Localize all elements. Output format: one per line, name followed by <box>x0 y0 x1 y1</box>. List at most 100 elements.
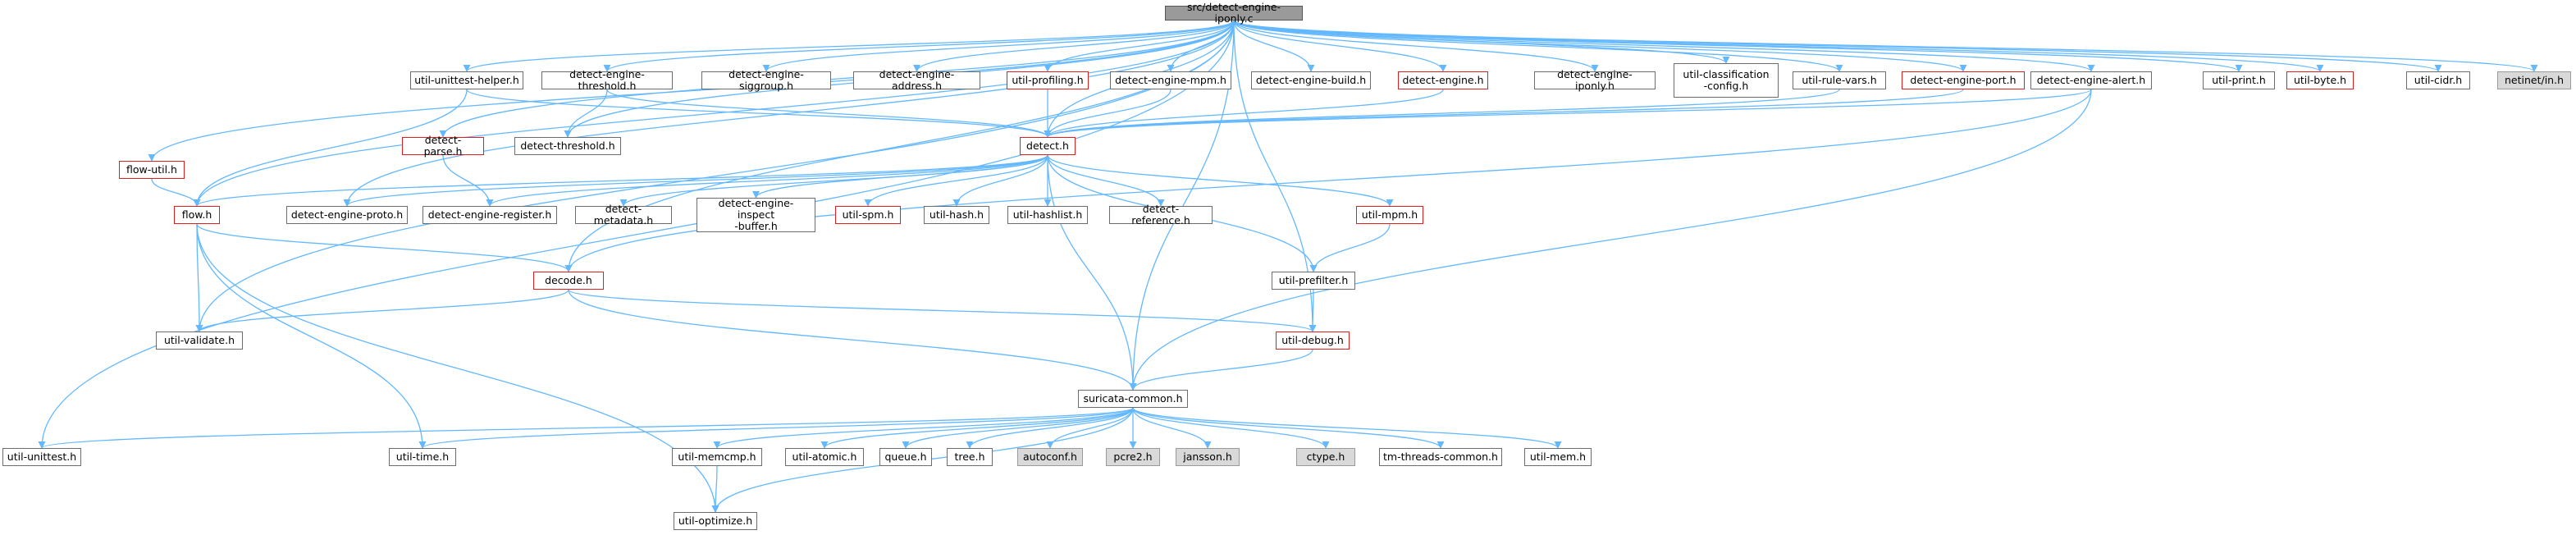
edge-detect-to-util-mpm <box>1047 154 1394 207</box>
node-queue[interactable]: queue.h <box>879 448 932 466</box>
edge-root-to-detect-engine-proto <box>343 20 1235 207</box>
node-detect[interactable]: detect.h <box>1020 137 1076 155</box>
node-detect-engine-threshold[interactable]: detect-engine-threshold.h <box>541 69 673 92</box>
edge-util-memcmp-to-util-optimize <box>711 465 719 513</box>
edge-util-mpm-to-util-prefilter <box>1309 223 1391 272</box>
edge-root-to-detect-engine-threshold <box>603 20 1235 72</box>
node-detect-engine-build[interactable]: detect-engine-build.h <box>1251 71 1371 89</box>
node-detect-engine-address[interactable]: detect-engine-address.h <box>853 69 980 92</box>
node-detect-engine-proto[interactable]: detect-engine-proto.h <box>286 206 408 224</box>
edge-root-to-util-rule-vars <box>1233 20 1843 72</box>
edge-root-to-detect-engine-iponly <box>1233 20 1599 72</box>
node-jansson[interactable]: jansson.h <box>1176 448 1240 466</box>
node-detect-metadata[interactable]: detect-metadata.h <box>575 203 672 226</box>
edge-detect-to-detect-engine-register <box>486 154 1048 207</box>
edge-detect-engine-mpm-to-detect <box>1044 89 1172 138</box>
node-util-profiling[interactable]: util-profiling.h <box>1007 71 1089 89</box>
node-util-spm[interactable]: util-spm.h <box>835 206 901 224</box>
node-util-cidr[interactable]: util-cidr.h <box>2406 71 2470 89</box>
edge-suricata-common-to-tm-threads-common <box>1132 407 1445 449</box>
edge-decode-to-suricata-common <box>568 289 1137 391</box>
edge-detect-parse-to-detect-engine-register <box>442 154 494 207</box>
edge-suricata-common-to-util-atomic <box>820 407 1134 449</box>
edge-detect-to-detect-engine-proto <box>343 154 1048 207</box>
node-flow-util[interactable]: flow-util.h <box>119 161 185 179</box>
edge-suricata-common-to-util-mem <box>1132 407 1562 449</box>
edge-root-to-util-unittest <box>38 20 1235 449</box>
node-detect-engine-port[interactable]: detect-engine-port.h <box>1902 71 2025 89</box>
node-detect-threshold[interactable]: detect-threshold.h <box>514 137 621 155</box>
node-util-atomic[interactable]: util-atomic.h <box>785 448 864 466</box>
node-ctype[interactable]: ctype.h <box>1296 448 1355 466</box>
node-detect-engine-register[interactable]: detect-engine-register.h <box>422 206 557 224</box>
node-autoconf[interactable]: autoconf.h <box>1017 448 1083 466</box>
edge-root-to-detect-engine-alert <box>1233 20 2095 72</box>
edge-decode-to-util-debug <box>568 289 1317 332</box>
edge-util-unittest-helper-to-detect <box>466 89 1052 138</box>
node-util-classification-config[interactable]: util-classification -config.h <box>1674 63 1779 98</box>
edge-root-to-netinet-in <box>1233 20 2538 72</box>
edge-detect-engine-threshold-to-detect <box>606 89 1052 138</box>
node-util-mpm[interactable]: util-mpm.h <box>1356 206 1423 224</box>
node-util-optimize[interactable]: util-optimize.h <box>674 512 757 530</box>
node-util-memcmp[interactable]: util-memcmp.h <box>672 448 762 466</box>
edge-detect-engine-threshold-to-detect-threshold <box>564 89 608 138</box>
edge-root-to-detect-engine <box>1233 20 1447 72</box>
node-detect-engine-alert[interactable]: detect-engine-alert.h <box>2030 71 2152 89</box>
node-detect-parse[interactable]: detect-parse.h <box>402 135 484 158</box>
node-util-unittest[interactable]: util-unittest.h <box>2 448 81 466</box>
node-detect-engine-mpm[interactable]: detect-engine-mpm.h <box>1110 71 1231 89</box>
edge-detect-engine-alert-to-suricata-common <box>1129 89 2092 391</box>
node-detect-engine-siggroup[interactable]: detect-engine-siggroup.h <box>701 69 831 92</box>
node-util-prefilter[interactable]: util-prefilter.h <box>1272 272 1355 290</box>
node-root[interactable]: src/detect-engine-iponly.c <box>1165 2 1303 25</box>
node-util-hash[interactable]: util-hash.h <box>924 206 989 224</box>
edge-root-to-util-profiling <box>1044 20 1235 72</box>
edge-detect-engine-alert-to-decode <box>564 89 2092 272</box>
node-util-byte[interactable]: util-byte.h <box>2286 71 2354 89</box>
edge-flow-to-util-validate <box>195 223 203 332</box>
edge-util-rule-vars-to-detect <box>1044 89 1840 138</box>
edge-detect-to-detect-engine-inspect-buffer <box>752 154 1048 199</box>
node-util-debug[interactable]: util-debug.h <box>1276 332 1350 350</box>
node-detect-engine[interactable]: detect-engine.h <box>1398 71 1488 89</box>
edge-detect-to-suricata-common <box>1047 154 1137 391</box>
node-util-time[interactable]: util-time.h <box>389 448 456 466</box>
node-decode[interactable]: decode.h <box>533 272 604 290</box>
node-tm-threads-common[interactable]: tm-threads-common.h <box>1379 448 1502 466</box>
node-pcre2[interactable]: pcre2.h <box>1106 448 1160 466</box>
edge-suricata-common-to-util-unittest <box>38 407 1134 449</box>
node-detect-engine-iponly[interactable]: detect-engine-iponly.h <box>1534 69 1656 92</box>
edge-util-unittest-helper-to-flow <box>193 89 468 207</box>
node-detect-engine-inspect-buffer[interactable]: detect-engine-inspect -buffer.h <box>697 198 815 232</box>
node-util-hashlist[interactable]: util-hashlist.h <box>1007 206 1088 224</box>
edge-detect-to-detect-reference <box>1047 154 1165 207</box>
edge-suricata-common-to-util-memcmp <box>713 407 1134 449</box>
node-flow[interactable]: flow.h <box>174 206 220 224</box>
edge-root-to-util-unittest-helper <box>463 20 1235 72</box>
edge-root-to-flow <box>193 20 1235 207</box>
node-tree[interactable]: tree.h <box>947 448 993 466</box>
edge-root-to-util-validate <box>195 20 1235 332</box>
edge-root-to-flow-util <box>148 20 1235 162</box>
node-util-unittest-helper[interactable]: util-unittest-helper.h <box>410 71 523 89</box>
node-util-validate[interactable]: util-validate.h <box>156 332 243 350</box>
node-util-rule-vars[interactable]: util-rule-vars.h <box>1793 71 1886 89</box>
node-util-mem[interactable]: util-mem.h <box>1524 448 1592 466</box>
node-util-print[interactable]: util-print.h <box>2203 71 2275 89</box>
edge-root-to-detect-parse <box>439 20 1235 138</box>
edge-util-debug-to-suricata-common <box>1129 349 1313 391</box>
edge-root-to-detect-engine-port <box>1233 20 1967 72</box>
node-netinet-in[interactable]: netinet/in.h <box>2497 71 2571 89</box>
edge-root-to-decode <box>564 20 1235 272</box>
edge-suricata-common-to-util-time <box>418 407 1134 449</box>
edge-suricata-common-to-ctype <box>1132 407 1330 449</box>
edge-detect-to-util-hash <box>952 154 1048 207</box>
edge-detect-to-util-spm <box>864 154 1048 207</box>
node-detect-reference[interactable]: detect-reference.h <box>1109 203 1213 226</box>
edge-suricata-common-to-queue <box>902 407 1134 449</box>
edge-detect-engine-alert-to-detect <box>1044 89 2092 138</box>
node-suricata-common[interactable]: suricata-common.h <box>1078 390 1188 408</box>
edge-flow-to-decode <box>196 223 573 272</box>
